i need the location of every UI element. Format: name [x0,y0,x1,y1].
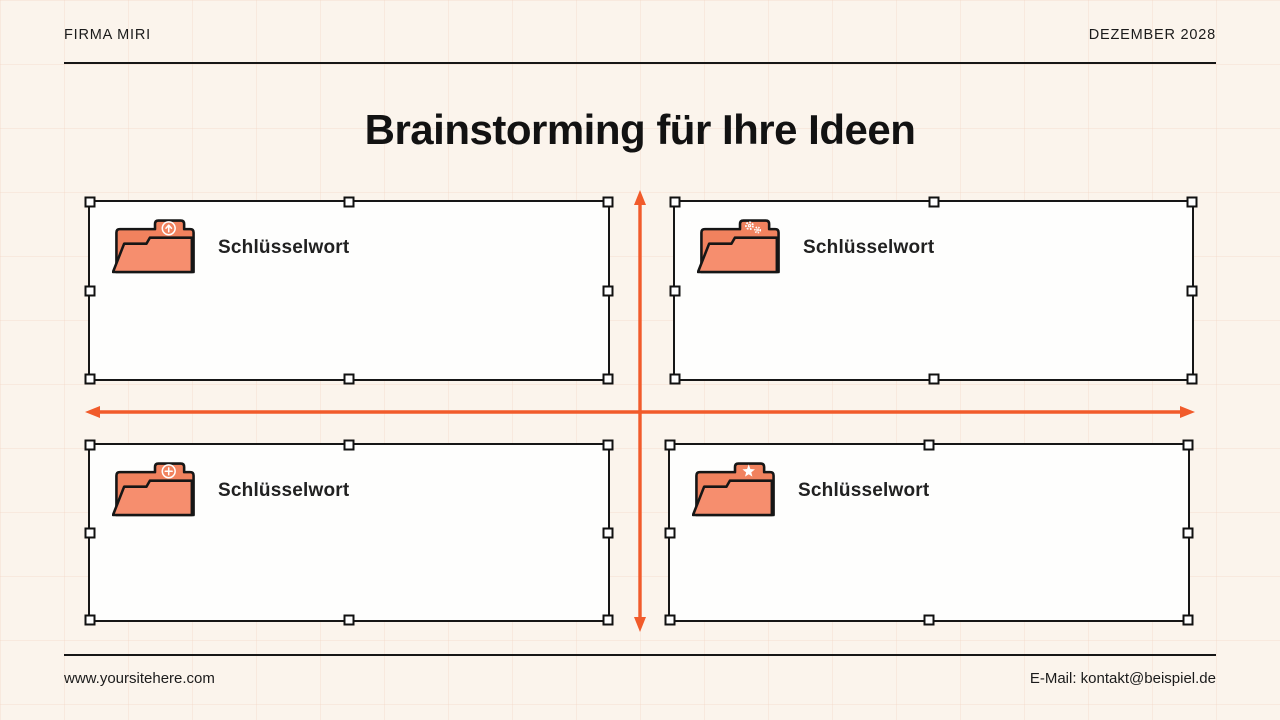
selection-handle-w[interactable] [669,285,681,296]
keyword-label[interactable]: Schlüsselwort [218,237,350,258]
header-divider [64,62,1216,64]
selection-handle-nw[interactable] [669,196,681,208]
selection-handle-e[interactable] [602,285,614,296]
website-link[interactable]: www.yoursitehere.com [64,670,215,687]
selection-handle-sw[interactable] [669,373,681,385]
idea-box-bottom-right[interactable]: Schlüsselwort [664,439,1194,626]
selection-handle-s[interactable] [343,373,355,385]
company-name: FIRMA MIRI [64,27,151,43]
folder-plus-icon [112,462,195,517]
selection-handle-se[interactable] [602,373,614,385]
selection-handle-ne[interactable] [1186,196,1198,208]
selection-handle-nw[interactable] [84,196,96,208]
selection-handle-nw[interactable] [664,439,676,451]
page-title: Brainstorming für Ihre Ideen [364,106,916,153]
selection-handle-ne[interactable] [1182,439,1194,451]
vertical-axis-arrow[interactable] [634,190,646,632]
selection-handle-e[interactable] [602,527,614,538]
selection-handle-ne[interactable] [602,439,614,451]
selection-handle-w[interactable] [84,285,96,296]
folder-star-icon [692,462,775,517]
selection-handle-w[interactable] [664,527,676,538]
selection-handle-sw[interactable] [84,614,96,626]
selection-handle-n[interactable] [923,439,935,451]
folder-settings-icon [697,219,780,274]
keyword-label[interactable]: Schlüsselwort [798,480,930,501]
folder-upload-icon [112,219,195,274]
selection-handle-e[interactable] [1186,285,1198,296]
keyword-label[interactable]: Schlüsselwort [218,480,350,501]
selection-handle-e[interactable] [1182,527,1194,538]
idea-box-top-right[interactable]: Schlüsselwort [669,196,1198,385]
idea-box-top-left[interactable]: Schlüsselwort [84,196,614,385]
selection-handle-w[interactable] [84,527,96,538]
footer-divider [64,654,1216,656]
selection-handle-n[interactable] [343,196,355,208]
selection-handle-nw[interactable] [84,439,96,451]
selection-handle-se[interactable] [1182,614,1194,626]
selection-handle-s[interactable] [923,614,935,626]
date-label: DEZEMBER 2028 [1088,27,1216,43]
selection-handle-ne[interactable] [602,196,614,208]
selection-handle-s[interactable] [928,373,939,385]
keyword-label[interactable]: Schlüsselwort [803,237,935,258]
selection-handle-n[interactable] [343,439,355,451]
selection-handle-s[interactable] [343,614,355,626]
selection-handle-se[interactable] [602,614,614,626]
selection-handle-sw[interactable] [664,614,676,626]
idea-box-bottom-left[interactable]: Schlüsselwort [84,439,614,626]
selection-handle-se[interactable] [1186,373,1198,385]
selection-handle-n[interactable] [928,196,939,208]
email-contact[interactable]: E-Mail: kontakt@beispiel.de [1029,670,1216,687]
selection-handle-sw[interactable] [84,373,96,385]
